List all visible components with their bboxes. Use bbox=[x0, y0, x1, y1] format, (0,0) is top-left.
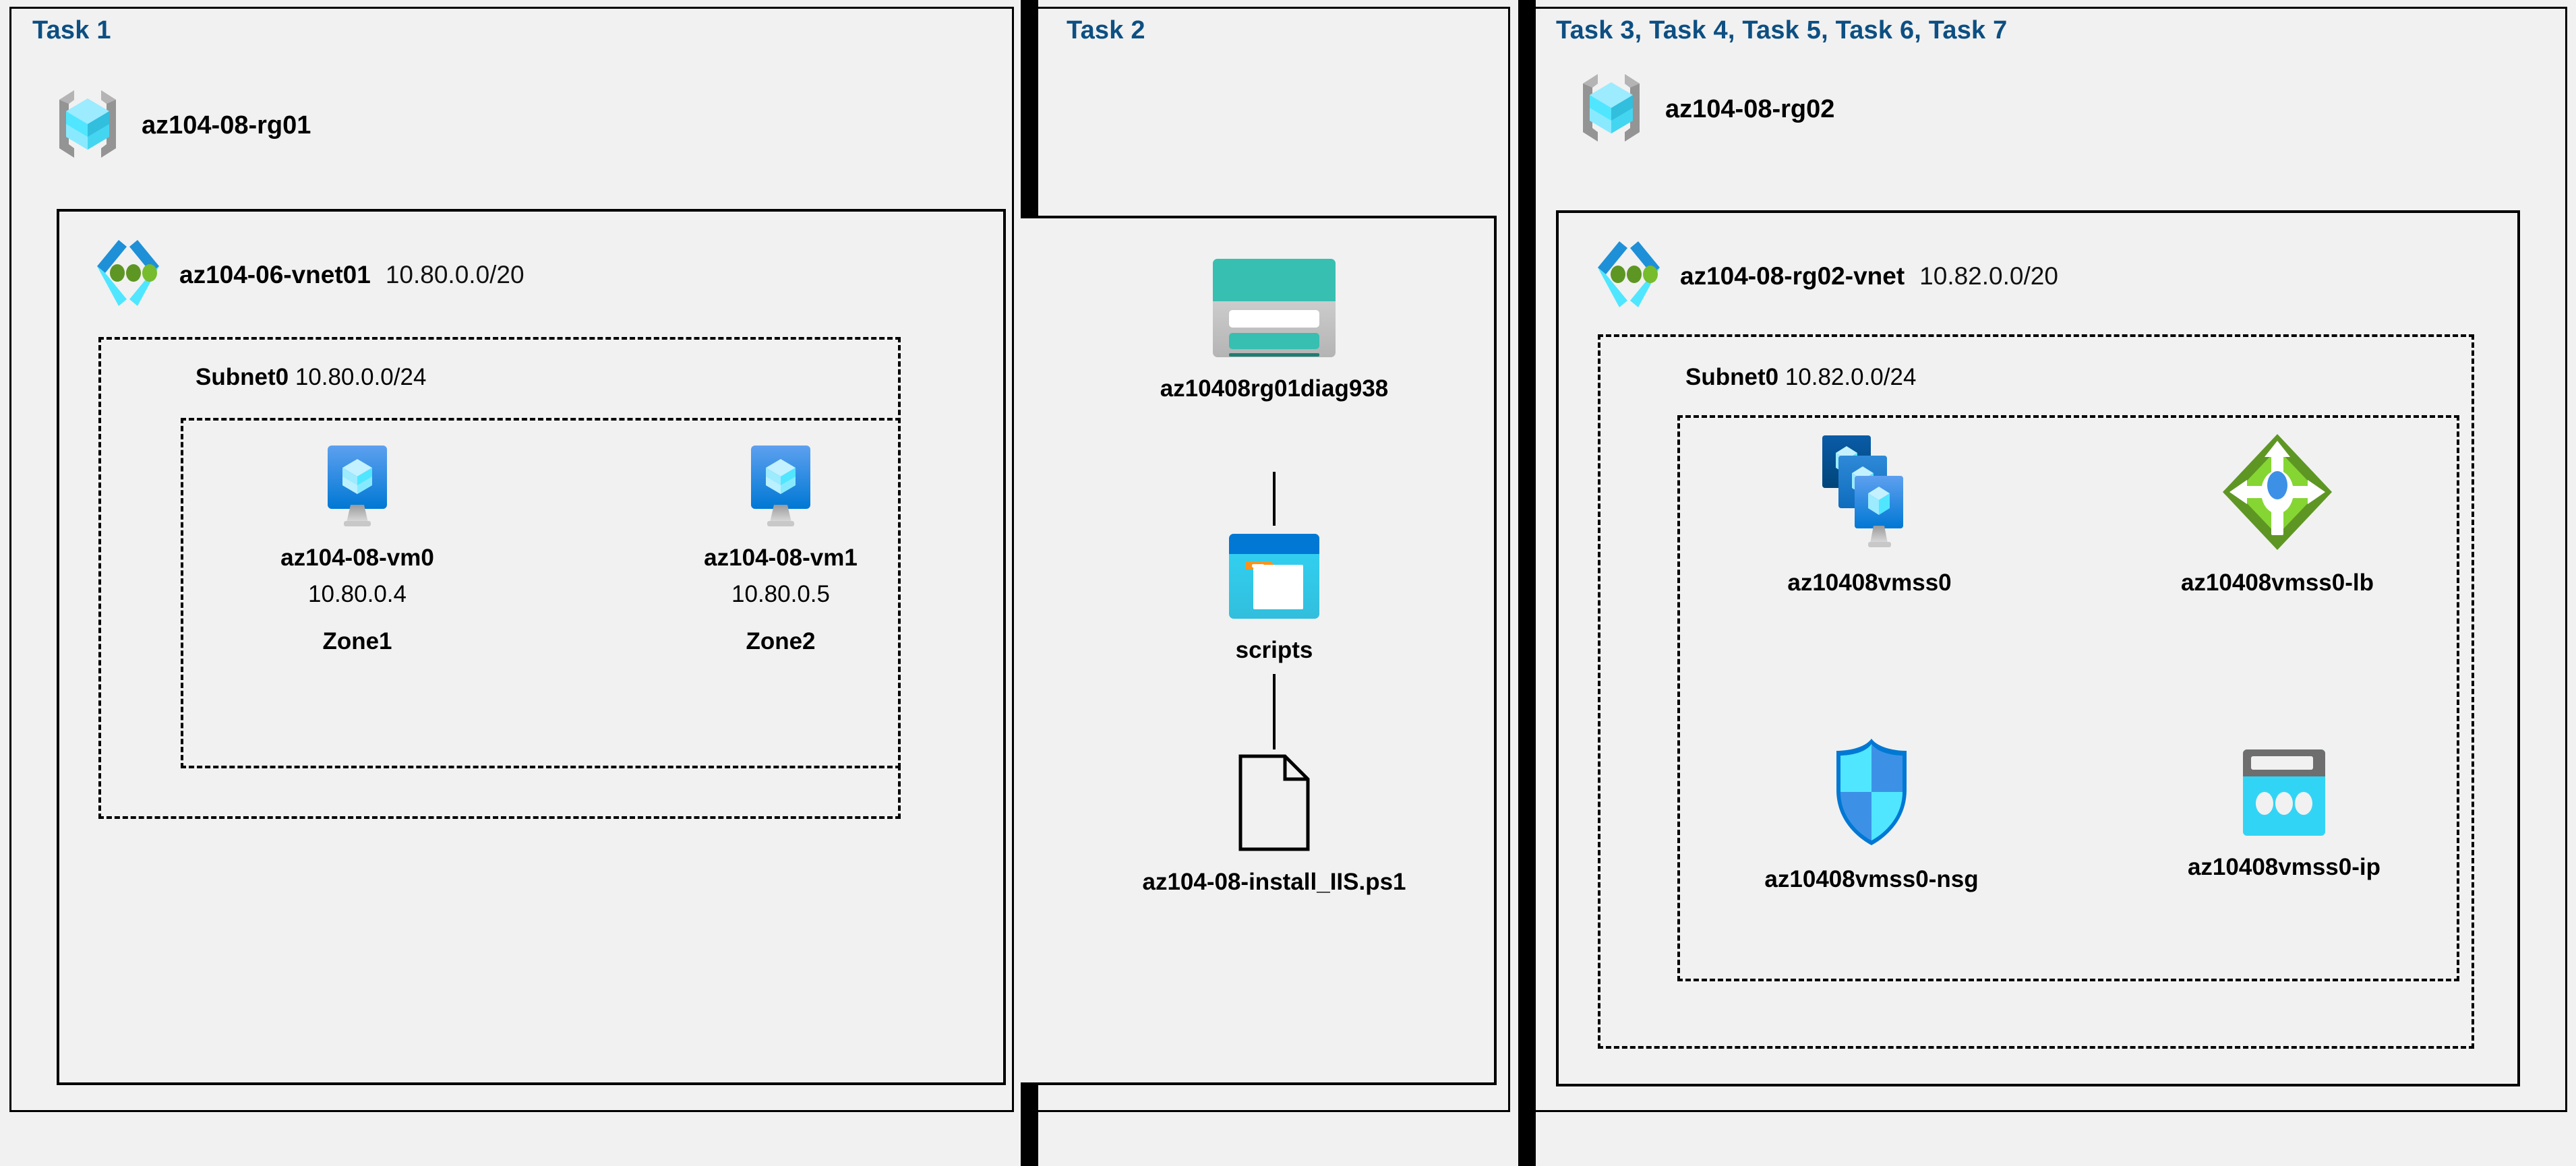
node-vm0-zone: Zone1 bbox=[322, 628, 392, 654]
task1-vnet-header: az104-06-vnet01 10.80.0.0/20 bbox=[92, 236, 525, 313]
node-load-balancer-name: az10408vmss0-lb bbox=[2180, 570, 2374, 596]
node-storage-account-name: az10408rg01diag938 bbox=[1160, 375, 1389, 402]
divider-task2-task3 bbox=[1518, 0, 1536, 1166]
task1-resource-group: az104-08-rg01 bbox=[51, 86, 311, 165]
task3-subnet-label: Subnet0 10.82.0.0/24 bbox=[1685, 364, 1916, 391]
node-vm1-zone: Zone2 bbox=[746, 628, 816, 654]
node-vm0[interactable]: az104-08-vm0 10.80.0.4 Zone1 bbox=[280, 441, 434, 655]
node-blob-container[interactable]: scripts bbox=[1207, 532, 1342, 664]
node-vm1-name: az104-08-vm1 bbox=[704, 545, 858, 571]
panel-task1: Task 1 az104-08-rg0 bbox=[0, 0, 1021, 1166]
resource-group-icon bbox=[1575, 70, 1648, 149]
node-vm0-ip: 10.80.0.4 bbox=[308, 581, 407, 607]
task1-subnet-name: Subnet0 bbox=[196, 364, 289, 390]
task3-subnet-cidr: 10.82.0.0/24 bbox=[1785, 364, 1917, 390]
node-storage-account[interactable]: az10408rg01diag938 bbox=[1160, 257, 1389, 402]
task2-inner-box bbox=[1021, 216, 1497, 1085]
node-vm1[interactable]: az104-08-vm1 10.80.0.5 Zone2 bbox=[704, 441, 858, 655]
task3-vnet-cidr: 10.82.0.0/20 bbox=[1919, 262, 2058, 290]
node-public-ip[interactable]: az10408vmss0-ip bbox=[2169, 748, 2399, 881]
resource-group-icon bbox=[51, 86, 124, 165]
node-vm0-name: az104-08-vm0 bbox=[280, 545, 434, 571]
task3-vnet-header: az104-08-rg02-vnet 10.82.0.0/20 bbox=[1592, 237, 2058, 315]
task3-resource-group-box bbox=[1677, 415, 2459, 981]
task2-title: Task 2 bbox=[1067, 16, 1145, 44]
task1-subnet-cidr: 10.80.0.0/24 bbox=[295, 364, 427, 390]
task3-resource-group-name: az104-08-rg02 bbox=[1665, 95, 1835, 123]
task3-vnet-name: az104-08-rg02-vnet bbox=[1680, 262, 1905, 290]
node-vm1-ip: 10.80.0.5 bbox=[731, 581, 830, 607]
panel-task3: Task 3, Task 4, Task 5, Task 6, Task 7 a… bbox=[1536, 0, 2576, 1166]
network-security-group-icon bbox=[1830, 735, 1913, 853]
node-vmss[interactable]: az10408vmss0 bbox=[1758, 431, 1981, 596]
virtual-machine-icon bbox=[316, 441, 399, 531]
panel-task2: Task 2 az10408rg01diag bbox=[1021, 0, 1518, 1166]
task3-resource-group: az104-08-rg02 bbox=[1575, 70, 1834, 149]
connector-scripts-to-file bbox=[1273, 674, 1276, 749]
public-ip-address-icon bbox=[2242, 748, 2327, 840]
connector-storage-to-scripts bbox=[1273, 472, 1276, 526]
virtual-machine-icon bbox=[739, 441, 822, 531]
task1-subnet-label: Subnet0 10.80.0.0/24 bbox=[196, 364, 426, 391]
blob-container-icon bbox=[1228, 532, 1321, 623]
node-load-balancer[interactable]: az10408vmss0-lb bbox=[2156, 431, 2399, 596]
storage-account-icon bbox=[1211, 257, 1337, 362]
vm-scale-set-icon bbox=[1816, 431, 1923, 556]
task1-vnet-name: az104-06-vnet01 bbox=[179, 260, 371, 288]
task1-title: Task 1 bbox=[32, 16, 111, 44]
node-nsg-name: az10408vmss0-nsg bbox=[1764, 866, 1979, 892]
file-icon bbox=[1236, 754, 1312, 855]
load-balancer-icon bbox=[2220, 431, 2335, 556]
node-blob-container-name: scripts bbox=[1235, 637, 1313, 663]
task1-vnet-cidr: 10.80.0.0/20 bbox=[385, 260, 525, 288]
node-script-file[interactable]: az104-08-install_IIS.ps1 bbox=[1142, 754, 1406, 896]
task1-resource-group-name: az104-08-rg01 bbox=[142, 111, 311, 140]
node-nsg[interactable]: az10408vmss0-nsg bbox=[1750, 735, 1993, 893]
node-public-ip-name: az10408vmss0-ip bbox=[2187, 854, 2381, 880]
node-script-file-name: az104-08-install_IIS.ps1 bbox=[1142, 869, 1406, 895]
virtual-network-icon bbox=[1592, 237, 1665, 315]
task3-title: Task 3, Task 4, Task 5, Task 6, Task 7 bbox=[1556, 16, 2008, 44]
node-vmss-name: az10408vmss0 bbox=[1787, 570, 1952, 596]
virtual-network-icon bbox=[92, 236, 164, 313]
task3-subnet-name: Subnet0 bbox=[1685, 364, 1779, 390]
